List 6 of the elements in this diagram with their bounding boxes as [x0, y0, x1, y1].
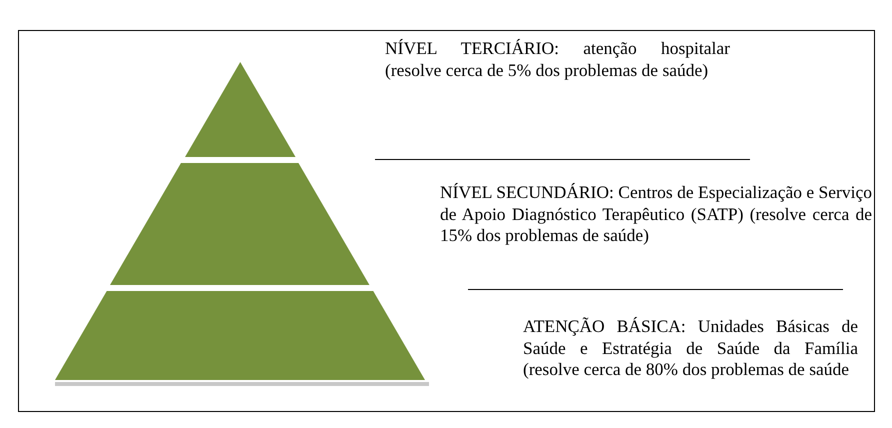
- level-description: NÍVEL TERCIÁRIO: atenção hospitalar (resolve cerca de 5% dos problemas de saúde): [385, 38, 730, 81]
- level-description: NÍVEL SECUNDÁRIO: Centros de Especialização e Serviço de Apoio Diagnóstico Terapêutico (SATP) (resolve cerca de 15% dos problemas de saúde): [440, 182, 872, 246]
- pyramid-level: [110, 163, 370, 285]
- pyramid-level: [55, 291, 425, 380]
- pyramid-level: [184, 62, 296, 157]
- level-description: ATENÇÃO BÁSICA: Unidades Básicas de Saúde e Estratégia de Saúde da Família (resolve cerca de 80% dos problemas de saúde: [523, 316, 858, 380]
